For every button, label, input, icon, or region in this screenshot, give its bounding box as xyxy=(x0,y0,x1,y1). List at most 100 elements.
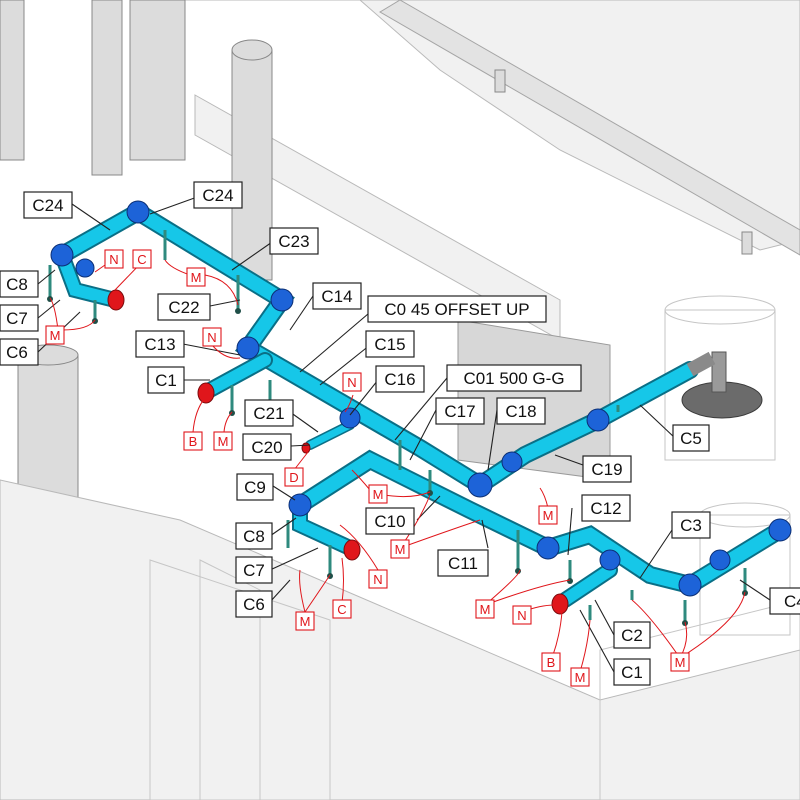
fittings xyxy=(50,200,792,615)
svg-text:M: M xyxy=(300,614,311,629)
column-top-left xyxy=(0,0,25,161)
tag-n-c16: N xyxy=(342,372,362,392)
svg-text:N: N xyxy=(207,330,216,345)
branch-c20 xyxy=(306,421,354,449)
callout-c1-left: C1 xyxy=(147,366,185,394)
callout-c22: C22 xyxy=(157,293,211,321)
callout-c18: C18 xyxy=(496,397,546,425)
tag-m-c12: M xyxy=(430,525,431,526)
callout-c16: C16 xyxy=(375,365,425,393)
valve-body xyxy=(501,451,523,473)
elbow-fitting xyxy=(236,336,260,360)
svg-text:B: B xyxy=(189,434,198,449)
svg-text:C12: C12 xyxy=(590,499,621,518)
svg-text:C20: C20 xyxy=(251,438,282,457)
elbow-fitting xyxy=(126,200,150,224)
svg-text:C6: C6 xyxy=(243,595,265,614)
svg-text:C14: C14 xyxy=(321,287,352,306)
elbow-fitting xyxy=(586,408,610,432)
elbow-fitting xyxy=(270,288,294,312)
callout-c21: C21 xyxy=(244,399,294,427)
svg-text:M: M xyxy=(575,670,586,685)
tag-b-right: B xyxy=(541,652,561,672)
svg-text:M: M xyxy=(395,542,406,557)
callout-leaders xyxy=(37,195,771,673)
valve-body xyxy=(75,258,95,278)
callout-c23: C23 xyxy=(269,227,319,255)
end-cap xyxy=(551,593,569,615)
valve-body xyxy=(599,549,621,571)
elbow-fitting xyxy=(50,243,74,267)
branch-top-left xyxy=(56,249,121,306)
svg-text:N: N xyxy=(347,375,356,390)
callout-c19: C19 xyxy=(582,455,632,483)
callout-c8-mid: C8 xyxy=(235,522,273,550)
svg-text:C01 500 G-G: C01 500 G-G xyxy=(463,369,564,388)
svg-text:C0 45 OFFSET UP: C0 45 OFFSET UP xyxy=(384,300,529,319)
tag-c-top: C xyxy=(132,249,152,269)
tag-m-right2: M xyxy=(570,667,590,687)
callout-c6-top: C6 xyxy=(0,338,39,366)
svg-text:C7: C7 xyxy=(6,309,28,328)
tag-m-c9b: M xyxy=(390,539,410,559)
callout-c8-top: C8 xyxy=(0,270,39,298)
column-top-mid xyxy=(91,0,123,176)
svg-text:N: N xyxy=(109,252,118,267)
svg-text:C4: C4 xyxy=(784,592,800,611)
svg-text:C6: C6 xyxy=(6,343,28,362)
svg-text:C2: C2 xyxy=(621,626,643,645)
svg-text:C24: C24 xyxy=(202,186,233,205)
callout-c1-right: C1 xyxy=(613,658,651,686)
end-cap xyxy=(343,539,361,561)
svg-text:M: M xyxy=(543,508,554,523)
callout-c3: C3 xyxy=(671,511,711,539)
callout-c0-45-offset-up: C0 45 OFFSET UP xyxy=(367,295,547,323)
svg-text:C15: C15 xyxy=(374,335,405,354)
callout-c6-mid: C6 xyxy=(235,590,273,618)
elbow-fitting xyxy=(288,493,312,517)
svg-text:C16: C16 xyxy=(384,370,415,389)
branch-c1 xyxy=(204,354,271,396)
end-cap xyxy=(197,382,215,404)
tag-m-c10: M xyxy=(538,505,558,525)
svg-text:C8: C8 xyxy=(6,275,28,294)
svg-text:C1: C1 xyxy=(155,371,177,390)
svg-text:M: M xyxy=(50,328,61,343)
svg-text:M: M xyxy=(675,655,686,670)
svg-text:M: M xyxy=(480,602,491,617)
tag-n-c13: N xyxy=(202,327,222,347)
tag-c-mid: C xyxy=(332,599,352,619)
tag-labels: N C M M N N B M D M M M N M C M N B M M … xyxy=(45,249,690,687)
tag-n-mid: N xyxy=(368,569,388,589)
svg-text:N: N xyxy=(517,608,526,623)
end-cap xyxy=(301,442,311,454)
main-pipe-run-upper xyxy=(55,203,697,494)
callout-c24-left: C24 xyxy=(23,191,73,219)
callout-c24-right: C24 xyxy=(193,181,243,209)
tag-m-top2: M xyxy=(45,325,65,345)
tag-m-right1: M xyxy=(475,599,495,619)
svg-text:C8: C8 xyxy=(243,527,265,546)
svg-text:M: M xyxy=(373,487,384,502)
valve-body xyxy=(339,407,361,429)
tag-m-top1: M xyxy=(186,267,206,287)
tag-m-c9a: M xyxy=(368,484,388,504)
svg-text:M: M xyxy=(191,270,202,285)
svg-text:C: C xyxy=(137,252,146,267)
svg-text:C5: C5 xyxy=(680,429,702,448)
callout-c7-top: C7 xyxy=(0,304,39,332)
tag-n-top: N xyxy=(104,249,124,269)
callout-c5: C5 xyxy=(672,424,710,452)
svg-text:C24: C24 xyxy=(32,196,63,215)
callout-c9: C9 xyxy=(236,473,274,501)
callout-c01-500-g-g: C01 500 G-G xyxy=(446,364,582,392)
svg-text:C19: C19 xyxy=(591,460,622,479)
svg-text:C9: C9 xyxy=(244,478,266,497)
tag-d-c20: D xyxy=(284,467,304,487)
callout-c20: C20 xyxy=(242,433,292,461)
callout-c14: C14 xyxy=(312,282,362,310)
svg-text:C17: C17 xyxy=(444,402,475,421)
